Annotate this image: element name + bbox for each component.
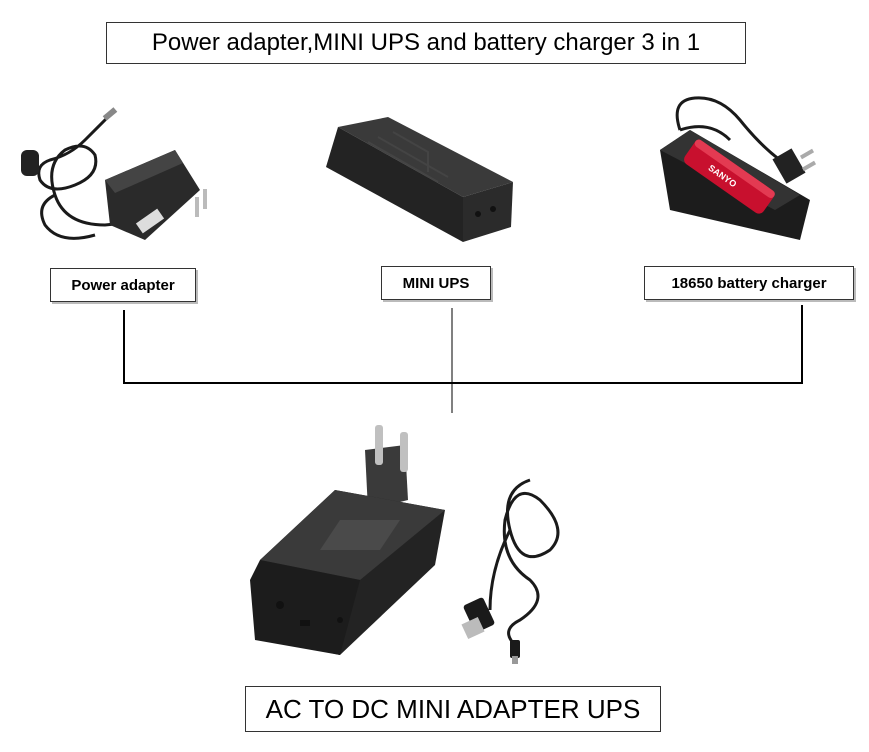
power-adapter-image — [15, 105, 215, 265]
mini-ups-image — [318, 112, 518, 252]
page-title: Power adapter,MINI UPS and battery charg… — [106, 22, 746, 64]
battery-charger-image: SANYO — [650, 90, 820, 260]
adapter-ups-image — [240, 420, 460, 680]
battery-charger-label: 18650 battery charger — [644, 266, 854, 300]
footer-caption: AC TO DC MINI ADAPTER UPS — [245, 686, 661, 732]
mini-ups-label: MINI UPS — [381, 266, 491, 300]
usb-cable-image — [460, 470, 580, 670]
power-adapter-label: Power adapter — [50, 268, 196, 302]
